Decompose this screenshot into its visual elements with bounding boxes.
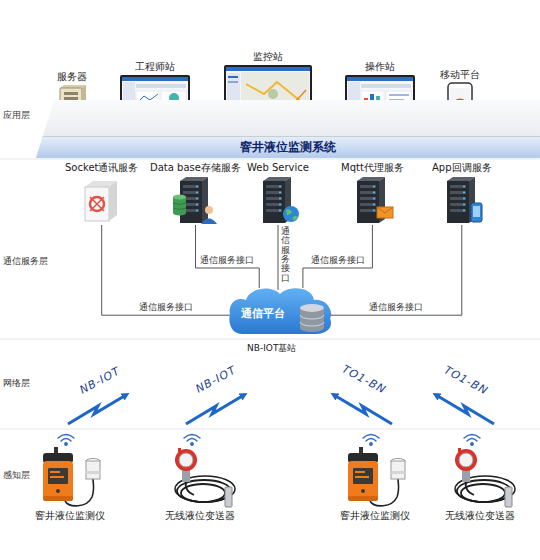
- socket-service: Socket通讯服务: [64, 161, 139, 225]
- icon-holder: [164, 447, 236, 509]
- layer-label: 感知层: [3, 470, 30, 481]
- network-label: NB-IOT: [77, 364, 122, 396]
- web-service: Web Service: [246, 161, 310, 225]
- mqtt-service: Mqtt代理服务: [340, 161, 405, 225]
- node-label: 监控站: [223, 50, 313, 63]
- layer-separator: [0, 429, 540, 430]
- cloud-label: 通信平台: [241, 306, 285, 321]
- level-transmitter-device: 无线液位变送器: [444, 447, 516, 522]
- node-label: Data base存储服务: [149, 161, 242, 174]
- network-label: TO1-BN: [340, 362, 389, 396]
- service-server-icon: [79, 175, 125, 225]
- app-service: App回调服务: [431, 161, 493, 225]
- wireless-transmitter-icon: [164, 447, 236, 509]
- icon-holder: [149, 175, 242, 225]
- lightning-bolt: [436, 395, 494, 424]
- icon-holder: [340, 175, 405, 225]
- icon-holder: [64, 175, 139, 225]
- icon-holder: [34, 447, 106, 509]
- layer-label: 应用层: [3, 110, 30, 121]
- node-label: Socket通讯服务: [64, 161, 139, 174]
- connector-label: 通信服务接口: [310, 256, 366, 266]
- connector-line: [278, 225, 279, 290]
- system-title: 窨井液位监测系统: [36, 136, 540, 158]
- connector-line: [330, 225, 462, 315]
- level-monitor-device-icon: [35, 447, 105, 509]
- connector-label: 通信服务接口: [281, 227, 290, 283]
- connector-line: [196, 225, 260, 288]
- lightning-bolt: [186, 395, 244, 424]
- platform-band: 窨井液位监测系统: [36, 100, 540, 158]
- level-transmitter-device: 无线液位变送器: [164, 447, 236, 522]
- service-server-icon: [439, 175, 485, 225]
- icon-holder: [444, 447, 516, 509]
- node-label: 无线液位变送器: [444, 509, 516, 522]
- node-label: Mqtt代理服务: [340, 161, 405, 174]
- icon-holder: [246, 175, 310, 225]
- node-label: 窨井液位监测仪: [339, 509, 411, 522]
- service-server-icon: [172, 175, 218, 225]
- node-label: 操作站: [344, 60, 416, 73]
- communication-cloud: 通信平台: [228, 284, 332, 336]
- service-server-icon: [255, 175, 301, 225]
- connector-label: 通信服务接口: [368, 303, 424, 313]
- node-label: 工程师站: [119, 60, 191, 73]
- node-label: 无线液位变送器: [164, 509, 236, 522]
- service-server-icon: [349, 175, 395, 225]
- database-service: Data base存储服务: [149, 161, 242, 225]
- icon-holder: [431, 175, 493, 225]
- node-label: 窨井液位监测仪: [34, 509, 106, 522]
- wifi-symbol: [58, 435, 480, 446]
- lightning-bolt: [68, 395, 126, 424]
- lightning-bolt: [334, 395, 392, 424]
- layer-label: 网络层: [3, 378, 30, 389]
- level-monitor-device-icon: [340, 447, 410, 509]
- connector-line: [102, 225, 230, 315]
- connector-label: 通信服务接口: [199, 256, 255, 266]
- base-station-label: NB-IOT基站: [247, 343, 296, 354]
- node-label: 移动平台: [439, 68, 481, 81]
- node-label: App回调服务: [431, 161, 493, 174]
- network-label: NB-IOT: [193, 363, 238, 395]
- wireless-transmitter-icon: [444, 447, 516, 509]
- node-label: 服务器: [56, 70, 88, 83]
- level-monitor-device: 窨井液位监测仪: [34, 447, 106, 522]
- layer-separator: [0, 339, 540, 340]
- layer-separator: [0, 159, 540, 160]
- icon-holder: [339, 447, 411, 509]
- layer-label: 通信服务层: [3, 256, 48, 267]
- connector-label: 通信服务接口: [138, 303, 194, 313]
- level-monitor-device: 窨井液位监测仪: [339, 447, 411, 522]
- connector-line: [303, 225, 373, 288]
- node-label: Web Service: [246, 161, 310, 174]
- network-label: TO1-BN: [442, 363, 491, 397]
